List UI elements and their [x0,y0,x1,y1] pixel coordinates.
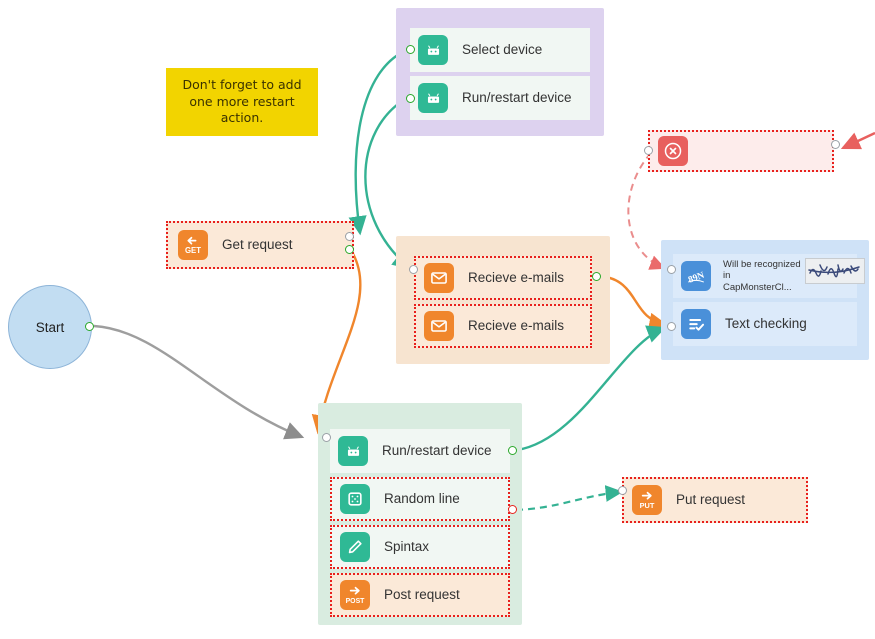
port-run-restart-bottom-out[interactable] [508,446,517,455]
port-get-request-in[interactable] [345,232,354,241]
port-get-request-out[interactable] [345,245,354,254]
captcha-group[interactable]: 89N Will be recognized in CapMonsterCl..… [661,240,869,360]
edge-offscreen-to-error [840,131,875,150]
node-label: Run/restart device [382,443,492,459]
node-run-restart-device-top[interactable]: Run/restart device [410,76,590,120]
port-random-line-out[interactable] [508,505,517,514]
edge-random-line-to-put-request [515,485,624,512]
port-run-restart-top-in[interactable] [406,94,415,103]
sticky-note-text: Don't forget to add one more restart act… [182,76,302,126]
svg-text:POST: POST [346,598,366,605]
port-recieve-emails-1-out[interactable] [592,272,601,281]
port-captcha-in[interactable] [667,265,676,274]
pencil-icon [340,532,370,562]
android-icon [418,83,448,113]
node-label: Recieve e-mails [468,318,565,334]
port-error-in[interactable] [831,140,840,149]
node-recieve-emails-2[interactable]: Recieve e-mails [414,304,592,348]
port-run-restart-bottom-in[interactable] [322,433,331,442]
node-label: Run/restart device [462,90,572,106]
envelope-icon [424,263,454,293]
node-label: Random line [384,491,460,507]
dice-icon [340,484,370,514]
port-text-checking-in[interactable] [667,322,676,331]
svg-text:PUT: PUT [640,501,655,510]
error-circle-x-icon [658,136,688,166]
post-icon: POST [340,580,370,610]
node-get-request[interactable]: GET Get request [166,221,354,269]
port-start-out[interactable] [85,322,94,331]
node-label: Select device [462,42,543,58]
port-error-out[interactable] [644,146,653,155]
email-group[interactable]: Recieve e-mails Recieve e-mails [396,236,610,364]
port-select-device-in[interactable] [406,45,415,54]
android-icon [338,436,368,466]
node-label: Put request [676,492,746,508]
node-error[interactable] [648,130,834,172]
captcha-icon: 89N [681,261,711,291]
text-check-icon [681,309,711,339]
sticky-note[interactable]: Don't forget to add one more restart act… [166,68,318,136]
device-group[interactable]: Select device Run/restart device [396,8,604,136]
action-group[interactable]: Run/restart device Random line Spintax P… [318,403,522,625]
node-post-request[interactable]: POST Post request [330,573,510,617]
node-label: Spintax [384,539,430,555]
get-icon: GET [178,230,208,260]
port-put-request-in[interactable] [618,486,627,495]
node-label: Text checking [725,316,807,332]
node-text-checking[interactable]: Text checking [673,302,857,346]
put-icon: PUT [632,485,662,515]
node-label: Recieve e-mails [468,270,565,286]
captcha-thumbnail [805,258,865,284]
node-label: Get request [222,237,293,253]
svg-text:GET: GET [185,246,201,255]
node-run-restart-device-bottom[interactable]: Run/restart device [330,429,510,473]
port-recieve-emails-1-in[interactable] [409,265,418,274]
node-put-request[interactable]: PUT Put request [622,477,808,523]
node-random-line[interactable]: Random line [330,477,510,521]
envelope-icon [424,311,454,341]
node-spintax[interactable]: Spintax [330,525,510,569]
node-select-device[interactable]: Select device [410,28,590,72]
svg-text:89N: 89N [687,271,706,286]
android-icon [418,35,448,65]
edge-start-to-run-restart [93,324,305,440]
node-recieve-emails-1[interactable]: Recieve e-mails [414,256,592,300]
node-label: Post request [384,587,460,603]
start-node[interactable]: Start [8,285,92,369]
node-captcha-recognition[interactable]: 89N Will be recognized in CapMonsterCl..… [673,254,865,298]
start-label: Start [35,319,65,335]
node-label: Will be recognized in CapMonsterCl... [723,258,801,293]
